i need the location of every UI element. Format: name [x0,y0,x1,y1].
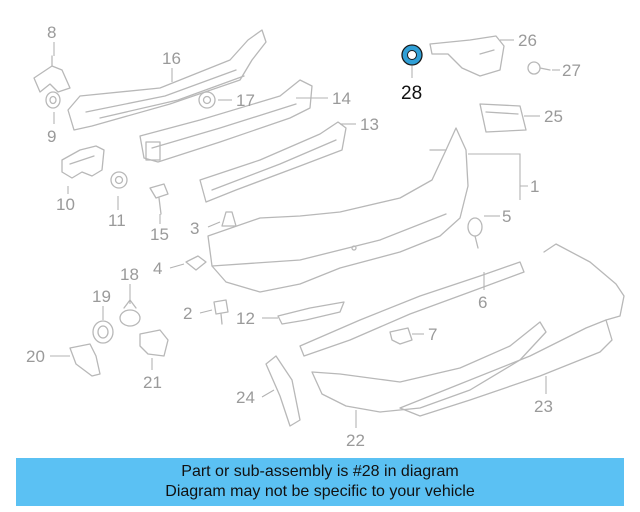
part-14-absorber [139,79,313,163]
part-2-bolt [213,299,229,325]
part-4-clip [185,255,207,271]
label-17: 17 [236,91,255,110]
part-24-trim [265,355,301,427]
caption-line-1: Part or sub-assembly is #28 in diagram [181,463,459,480]
part-10-bracket [61,145,105,179]
label-9: 9 [47,127,56,146]
parts-diagram: 8 9 10 11 16 17 14 13 15 3 1 5 4 6 2 12 … [26,23,625,450]
part-17-nut [198,91,216,109]
part-26-bracket [429,35,505,77]
label-11: 11 [108,211,126,230]
label-3: 3 [190,219,199,238]
part-21-bracket [139,329,169,357]
label-28-highlighted: 28 [401,83,422,104]
part-6-molding [299,261,525,357]
part-9-clip [45,91,61,109]
label-24: 24 [236,388,255,407]
label-19: 19 [92,287,111,306]
label-16: 16 [162,49,181,68]
caption-banner: Part or sub-assembly is #28 in diagram D… [16,458,624,506]
label-15: 15 [150,225,169,244]
part-27-bolt [527,61,551,75]
part-19-ring [92,320,114,344]
leader-lines [50,39,560,428]
label-2: 2 [183,304,192,323]
part-25-module [479,103,527,133]
part-5-sensor [467,217,483,249]
part-16-reinforcement [67,29,267,131]
label-4: 4 [153,259,162,278]
part-8-bracket [33,55,71,93]
label-10: 10 [56,195,75,214]
label-23: 23 [534,397,553,416]
part-15-bolt [149,183,169,215]
label-13: 13 [360,115,379,134]
label-26: 26 [518,31,537,50]
part-22-valance [311,321,547,413]
caption-line-2: Diagram may not be specific to your vehi… [165,483,475,500]
label-27: 27 [562,61,581,80]
part-3-stop [221,211,237,227]
label-14: 14 [332,89,351,108]
label-25: 25 [544,107,563,126]
part-7-bracket [389,327,413,345]
part-1-bumper-cover [207,127,469,293]
part-28-clip-highlighted [401,44,423,66]
label-21: 21 [143,373,162,392]
label-1: 1 [530,177,539,196]
part-labels: 8 9 10 11 16 17 14 13 15 3 1 5 4 6 2 12 … [26,23,581,450]
label-7: 7 [428,325,437,344]
label-6: 6 [478,293,487,312]
part-12-reflector [277,301,345,325]
label-22: 22 [346,431,365,450]
part-23-diffuser [399,243,625,417]
label-18: 18 [120,265,139,284]
label-12: 12 [236,309,255,328]
part-11-clip [110,171,128,189]
part-13-absorber [199,121,347,203]
part-20-bracket [69,343,101,377]
label-8: 8 [47,23,56,42]
label-5: 5 [502,207,511,226]
label-20: 20 [26,347,45,366]
